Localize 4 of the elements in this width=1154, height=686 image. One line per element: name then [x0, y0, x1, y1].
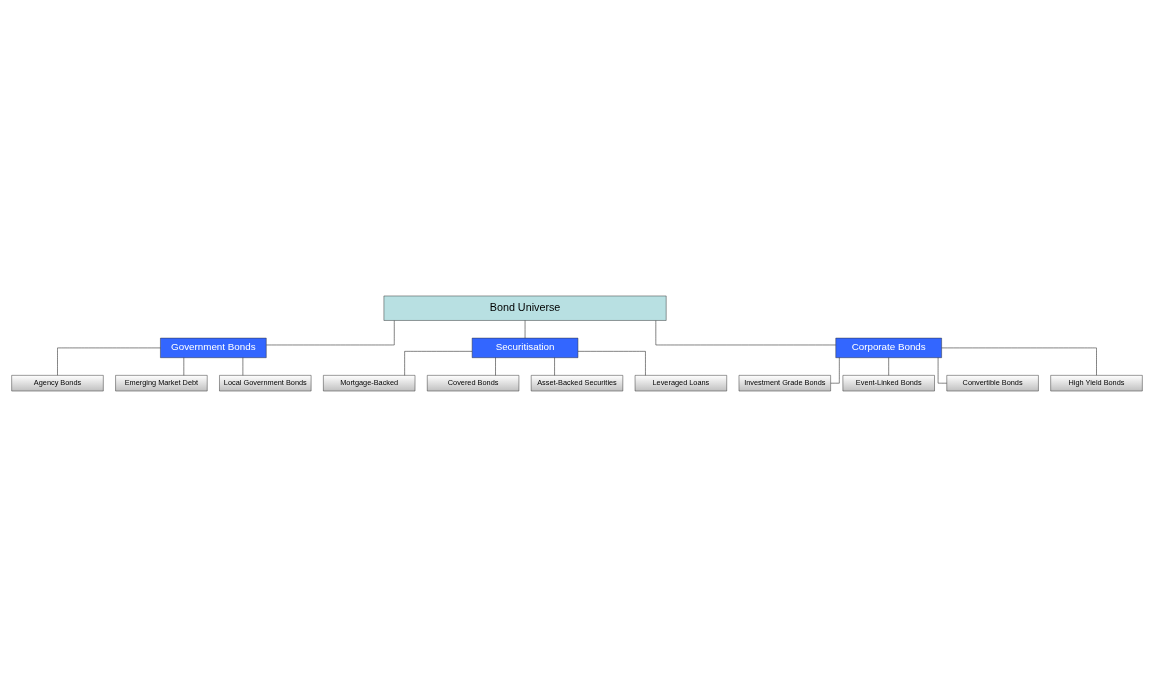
node-box: Bond Universe: [383, 295, 667, 321]
node-box: Securitisation: [471, 337, 579, 358]
node-box: Corporate Bonds: [835, 337, 942, 358]
node-box: Government Bonds: [160, 337, 267, 358]
